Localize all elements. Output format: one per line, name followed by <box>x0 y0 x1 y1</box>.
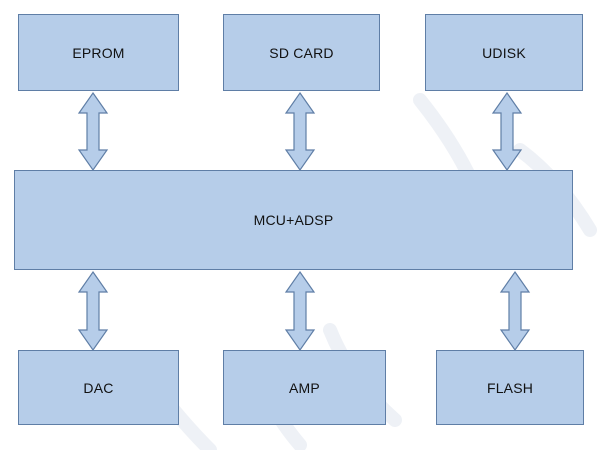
dac-block: DAC <box>18 350 179 425</box>
mcu-adsp-block: MCU+ADSP <box>14 170 573 270</box>
udisk-block: UDISK <box>425 14 583 91</box>
sd-card-label: SD CARD <box>269 44 334 61</box>
sdcard-mcu-arrow <box>284 91 316 172</box>
mcu-flash-arrow <box>499 270 531 352</box>
dac-label: DAC <box>83 379 114 396</box>
flash-label: FLASH <box>486 379 534 396</box>
udisk-label: UDISK <box>482 44 526 61</box>
flash-block: FLASH <box>436 350 584 425</box>
sd-card-block: SD CARD <box>223 14 380 91</box>
eprom-block: EPROM <box>18 14 179 91</box>
udisk-mcu-arrow <box>491 91 523 172</box>
mcu-amp-arrow <box>284 270 316 352</box>
mcu-adsp-label: MCU+ADSP <box>253 212 334 228</box>
amp-label: AMP <box>289 379 320 396</box>
amp-block: AMP <box>223 350 386 425</box>
eprom-label: EPROM <box>72 44 125 61</box>
eprom-mcu-arrow <box>77 91 109 172</box>
mcu-dac-arrow <box>77 270 109 352</box>
